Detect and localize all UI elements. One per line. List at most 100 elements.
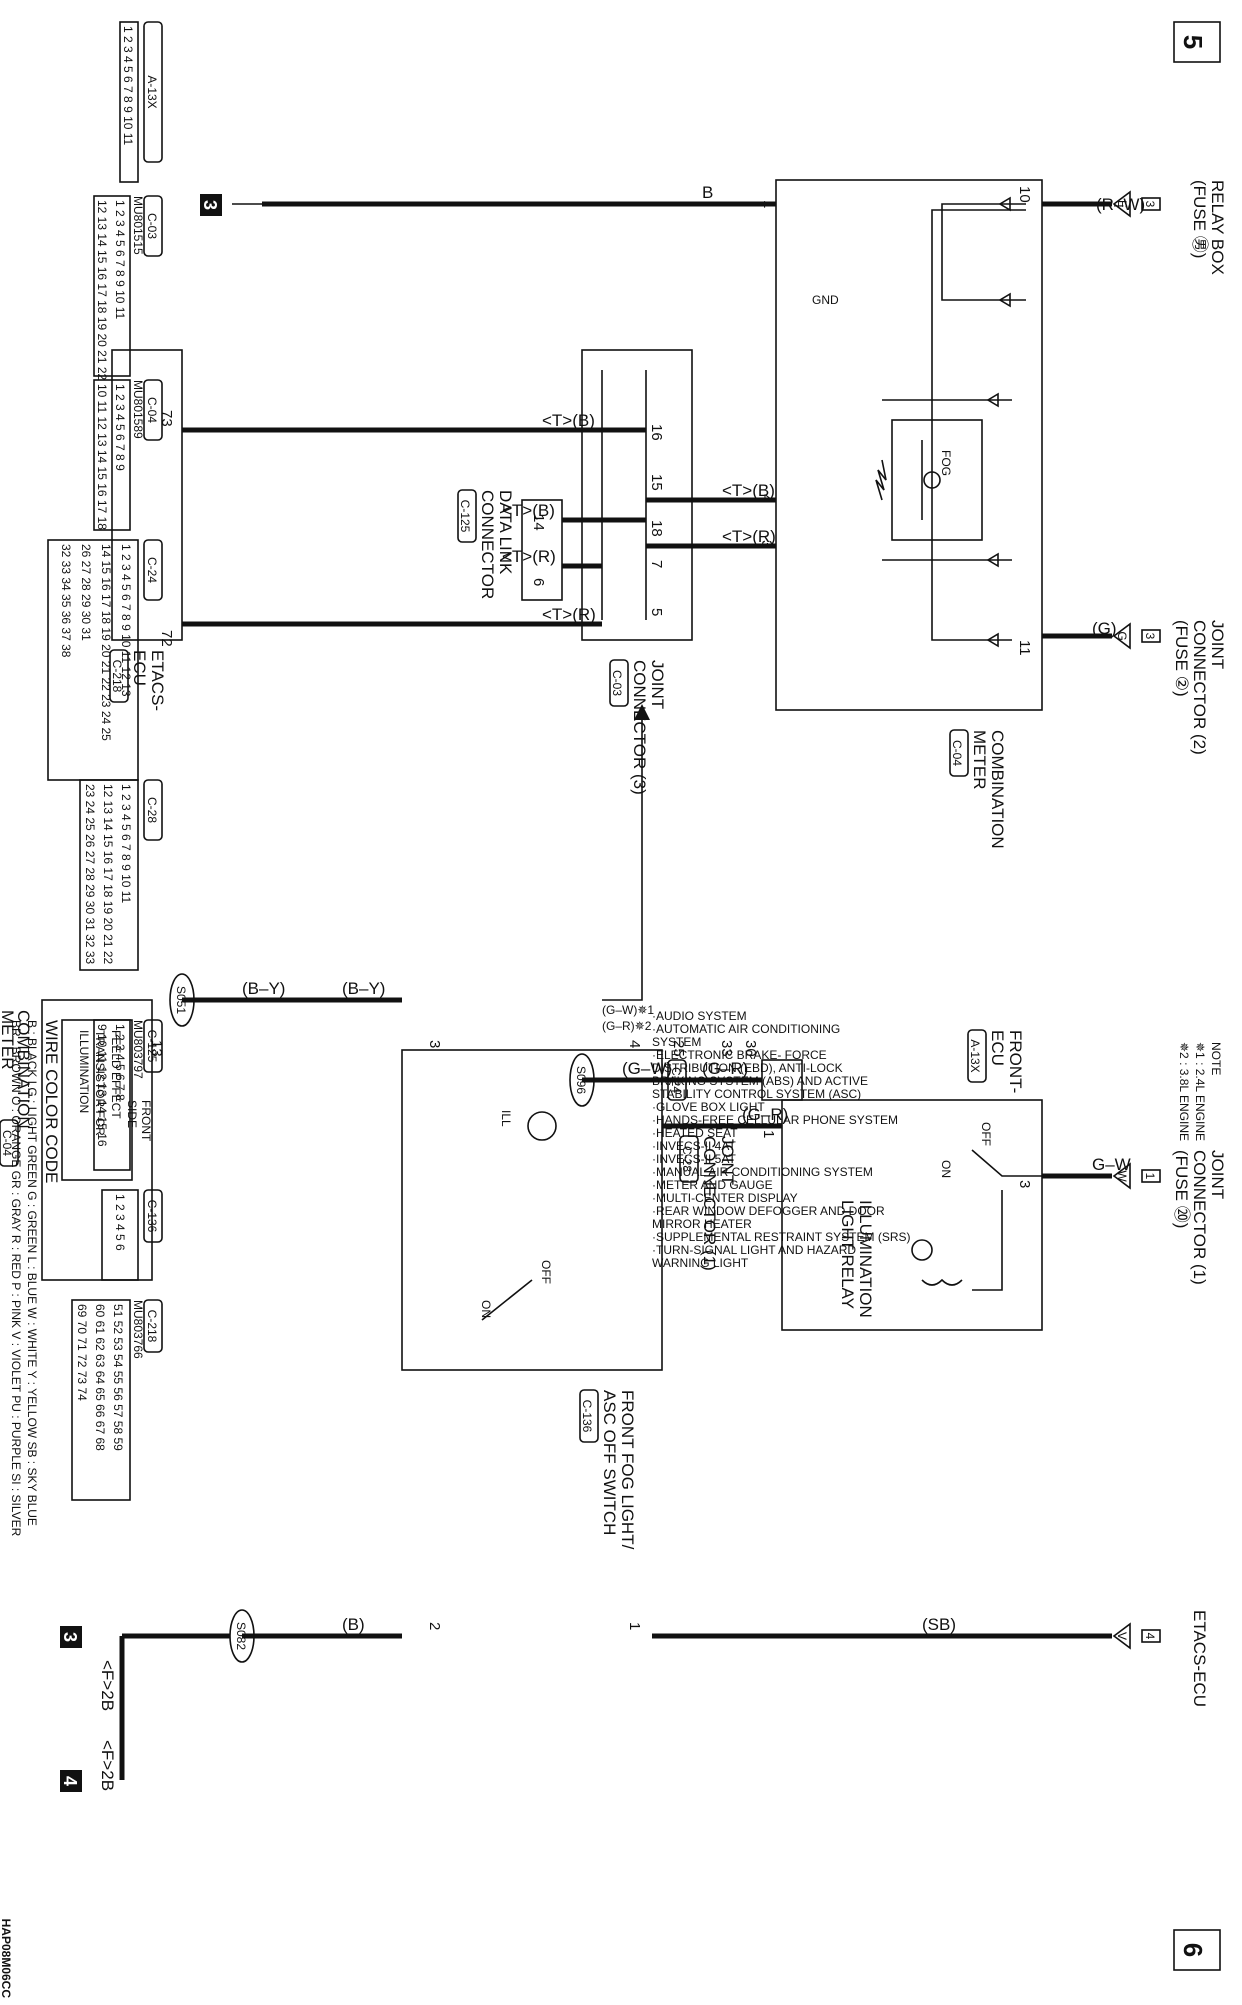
svg-text:1 2 3 4 5 6 7 8: 1 2 3 4 5 6 7 8 [113, 1024, 127, 1101]
svg-text:(G–R): (G–R) [702, 1059, 748, 1078]
svg-text:FOG: FOG [939, 450, 953, 476]
svg-text:B : BLACK LG : LIGHT GREEN: B : BLACK LG : LIGHT GREEN G : GREEN L :… [25, 1020, 39, 1526]
joint-connector-3-label: JOINT CONNECTOR (3) C-03 [609, 659, 667, 795]
svg-text:(G–W)✵1: (G–W)✵1 [602, 1003, 654, 1017]
svg-text:4: 4 [626, 1040, 643, 1048]
systems-list-item: ·GLOVE BOX LIGHT [652, 1100, 765, 1114]
systems-list-item: ·ELECTRONIC BRAKE- FORCE [652, 1048, 827, 1062]
svg-text:G–W: G–W [1092, 1155, 1131, 1174]
svg-text:1 2 3 4 5 6: 1 2 3 4 5 6 [113, 1194, 127, 1251]
illumination-light-relay-box [781, 1099, 1043, 1331]
svg-text:MU803766: MU803766 [131, 1300, 145, 1359]
connector-face-c125: C-125 MU803797 1 2 3 4 5 6 7 8 9 10 11 1… [93, 1019, 163, 1171]
svg-text:(G–R)✵2: (G–R)✵2 [602, 1019, 652, 1033]
systems-list-item: STABILITY CONTROL SYSTEM (ASC) [652, 1087, 861, 1101]
drawing-id: HAP08M06CC [0, 1919, 13, 1999]
svg-text:C-24: C-24 [145, 557, 159, 583]
svg-text:(B–Y): (B–Y) [342, 979, 385, 998]
svg-text:(SB): (SB) [922, 1615, 956, 1634]
svg-text:18: 18 [648, 520, 665, 537]
svg-text:S096: S096 [574, 1066, 588, 1094]
data-link-connector-label: DATA LINK CONNECTOR C-125 [457, 489, 515, 599]
systems-list-item: ·HANDS-FREE CELLULAR PHONE SYSTEM [652, 1113, 898, 1127]
svg-text:<T>(R): <T>(R) [542, 605, 596, 624]
connector-face-c218: C-218 MU803766 51 52 53 54 55 56 57 58 5… [71, 1299, 163, 1501]
svg-text:MU801589: MU801589 [131, 380, 145, 439]
svg-text:CONNECTOR (2): CONNECTOR (2) [1190, 620, 1209, 755]
etacs-ecu-box-left [111, 349, 183, 641]
svg-text:OFF: OFF [539, 1260, 553, 1284]
svg-text:E: E [1115, 200, 1129, 208]
svg-text:C-125: C-125 [145, 1030, 159, 1063]
svg-text:1 2 3 4 5 6 7 8 9 10 11: 1 2 3 4 5 6 7 8 9 10 11 [119, 784, 133, 904]
svg-text:<F>2B: <F>2B [98, 1660, 117, 1711]
svg-text:6: 6 [1178, 1943, 1208, 1957]
svg-text:10 11 12 13 14 15 16 17 18: 10 11 12 13 14 15 16 17 18 [95, 384, 109, 530]
ground-ref-3: 3 [200, 194, 262, 216]
systems-list-item: SYSTEM [652, 1035, 701, 1049]
svg-text:JOINT: JOINT [1208, 620, 1227, 669]
wire-b-label: B [702, 183, 713, 202]
svg-text:<T>(B): <T>(B) [722, 481, 775, 500]
svg-text:3: 3 [426, 1040, 443, 1048]
svg-text:3: 3 [200, 200, 220, 210]
page-number-bottom: 6 [1173, 1929, 1221, 1971]
svg-text:14 15 16 17 18 19 20 21 22 23: 14 15 16 17 18 19 20 21 22 23 24 25 [99, 544, 113, 741]
svg-text:3: 3 [1016, 1180, 1033, 1188]
svg-text:C-125: C-125 [458, 500, 472, 533]
svg-text:GND: GND [812, 293, 839, 307]
systems-list-item: DISTRIBUTION (EBD), ANTI-LOCK [652, 1061, 843, 1075]
svg-text:(FUSE ⑳): (FUSE ⑳) [1172, 1150, 1191, 1228]
svg-text:5: 5 [648, 608, 665, 616]
joint-connector-1-lower-label: JOINT CONNECTOR (1) C-28 [679, 1135, 737, 1271]
svg-text:2: 2 [426, 1622, 443, 1630]
svg-text:(B): (B) [342, 1615, 365, 1634]
svg-text:30: 30 [742, 1040, 759, 1057]
svg-text:RELAY BOX: RELAY BOX [1208, 180, 1227, 275]
svg-text:ILLUMINATION: ILLUMINATION [77, 1030, 91, 1113]
svg-text:73: 73 [158, 410, 175, 427]
svg-text:W: W [1115, 1170, 1129, 1182]
front-ecu-label: FRONT- ECU A-13X [967, 1029, 1025, 1093]
systems-list-item: ·TURN-SIGNAL LIGHT AND HAZARD [652, 1243, 856, 1257]
switch-contacts: OFF ON [479, 1260, 553, 1321]
svg-text:✵1 : 2.4L ENGINE: ✵1 : 2.4L ENGINE [1193, 1042, 1207, 1141]
switch-label: FRONT FOG LIGHT/ ASC OFF SWITCH C-136 [579, 1389, 637, 1550]
svg-text:15: 15 [648, 474, 665, 491]
svg-text:(FUSE ②): (FUSE ②) [1172, 620, 1191, 697]
svg-text:BR : BROWN O : ORANGE GR :: BR : BROWN O : ORANGE GR : GRAY R : RED … [9, 1020, 23, 1537]
svg-text:ON: ON [479, 1300, 493, 1318]
svg-text:OFF: OFF [979, 1122, 993, 1146]
svg-text:FRONT-: FRONT- [1006, 1030, 1025, 1093]
svg-text:3: 3 [1143, 633, 1157, 640]
svg-text:CONNECTOR (3): CONNECTOR (3) [630, 660, 649, 795]
connector-face-c28: C-28 1 2 3 4 5 6 7 8 9 10 11 12 13 14 15… [79, 779, 163, 971]
svg-text:LIGHT RELAY: LIGHT RELAY [838, 1200, 857, 1309]
systems-list-item: ·SUPPLEMENTAL RESTRAINT SYSTEM (SRS) [652, 1230, 911, 1244]
svg-text:MU803797: MU803797 [131, 1020, 145, 1079]
systems-list-item: ·AUDIO SYSTEM [652, 1009, 747, 1023]
page-ref-4: 4 [60, 1770, 82, 1792]
svg-text:DATA LINK: DATA LINK [496, 490, 515, 575]
svg-text:ECU: ECU [988, 1030, 1007, 1066]
svg-text:12 13 14 15 16 17 18 19 20 21: 12 13 14 15 16 17 18 19 20 21 22 [95, 200, 109, 380]
connector-face-c136: C-136 1 2 3 4 5 6 [101, 1189, 163, 1281]
page-number-top: 5 [1173, 21, 1221, 63]
note-block: NOTE ✵1 : 2.4L ENGINE ✵2 : 3.8L ENGINE [1177, 1042, 1223, 1141]
svg-text:COMBINATION: COMBINATION [14, 1010, 33, 1129]
svg-text:✵2 : 3.8L ENGINE: ✵2 : 3.8L ENGINE [1177, 1042, 1191, 1141]
etacs-ecu-top: ETACS-ECU 4 V [1112, 1610, 1209, 1707]
svg-text:C-24: C-24 [669, 1067, 683, 1093]
combination-meter-box [775, 179, 1043, 711]
joint-connector-3-box [581, 349, 693, 641]
svg-text:1: 1 [760, 1130, 777, 1138]
meter-internal-circuit: FOG GND [812, 196, 1026, 648]
svg-text:(G–R): (G–R) [742, 1105, 788, 1124]
svg-text:C-04: C-04 [0, 1130, 14, 1156]
systems-list-item: ·REAR WINDOW DEFOGGER AND DOOR [652, 1204, 885, 1218]
svg-text:V: V [1115, 1632, 1129, 1640]
systems-list-item: ·MULTI-CENTER DISPLAY [652, 1191, 798, 1205]
svg-text:ILL: ILL [499, 1110, 513, 1127]
svg-text:C-03: C-03 [145, 213, 159, 239]
